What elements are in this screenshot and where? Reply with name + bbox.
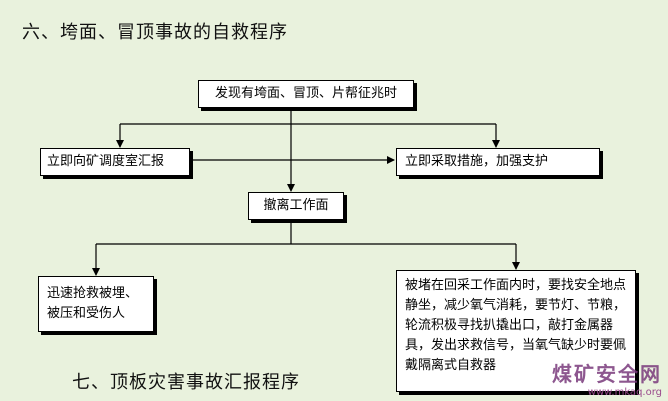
watermark-url: www.mkaq.org <box>587 387 662 398</box>
watermark-text: 煤矿安全网 <box>552 362 662 386</box>
node-discover-signs: 发现有垮面、冒顶、片帮征兆时 <box>198 80 414 108</box>
node-reinforce-support: 立即采取措施，加强支护 <box>396 148 600 176</box>
site-watermark: 煤矿安全网 www.mkaq.org <box>552 358 662 398</box>
node-report-dispatch: 立即向矿调度室汇报 <box>40 148 190 176</box>
node-rescue-victims: 迅速抢救被埋、被压和受伤人 <box>38 276 154 332</box>
section-6-title: 六、垮面、冒顶事故的自救程序 <box>22 22 288 43</box>
section-7-title: 七、顶板灾害事故汇报程序 <box>72 372 300 393</box>
node-trapped-self-rescue: 被堵在回采工作面内时，要找安全地点静坐，减少氧气消耗，要节灯、节粮，轮流积极寻找… <box>396 270 636 392</box>
node-evacuate-face: 撤离工作面 <box>248 192 344 220</box>
